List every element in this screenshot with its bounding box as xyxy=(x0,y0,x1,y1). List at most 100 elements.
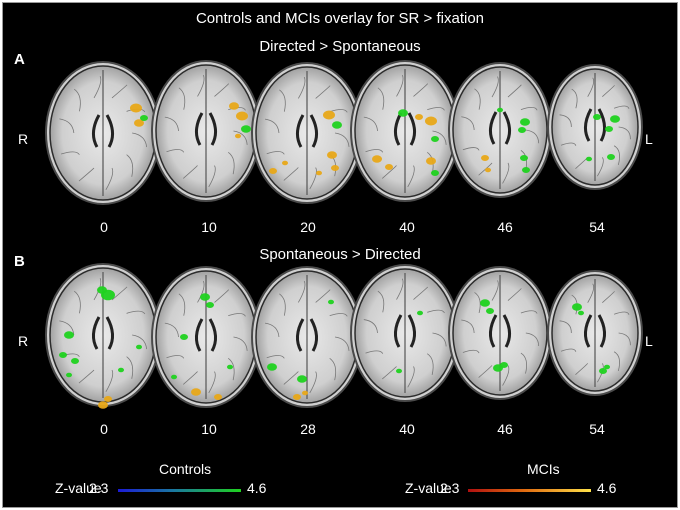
brain-slice xyxy=(547,270,643,396)
activation-cluster xyxy=(332,121,342,129)
panel-b-slice-label: 0 xyxy=(100,421,108,437)
panel-a-slice-label: 0 xyxy=(100,219,108,235)
activation-cluster xyxy=(331,165,339,171)
legend-mcis-colorbar xyxy=(468,489,591,492)
activation-cluster xyxy=(500,362,508,368)
activation-cluster xyxy=(426,157,436,165)
activation-cluster xyxy=(425,116,437,126)
activation-cluster xyxy=(130,103,142,113)
activation-cluster xyxy=(269,168,277,174)
panel-a-slice-label: 20 xyxy=(300,219,316,235)
activation-cluster xyxy=(578,310,584,316)
panel-a-slice-label: 40 xyxy=(399,219,415,235)
activation-cluster xyxy=(599,368,607,374)
legend-mcis-title: MCIs xyxy=(527,461,560,477)
activation-cluster xyxy=(593,114,601,120)
panel-b-letter: B xyxy=(14,253,25,270)
activation-cluster xyxy=(140,115,148,121)
activation-cluster xyxy=(104,396,112,402)
panel-b-left-hemisphere-label: L xyxy=(645,333,653,349)
brain-slice xyxy=(350,264,460,402)
activation-cluster xyxy=(66,372,72,378)
panel-a-left-hemisphere-label: L xyxy=(645,131,653,147)
activation-cluster xyxy=(282,160,288,166)
activation-cluster xyxy=(200,293,210,301)
legend-controls-max: 4.6 xyxy=(247,480,267,496)
panel-a-slice-label: 10 xyxy=(201,219,217,235)
activation-cluster xyxy=(385,164,393,170)
activation-cluster xyxy=(171,374,177,380)
brain-slice xyxy=(350,60,460,202)
activation-cluster xyxy=(236,111,248,121)
activation-cluster xyxy=(136,344,142,350)
activation-cluster xyxy=(235,133,241,139)
activation-cluster xyxy=(241,125,251,133)
legend-mcis-min: 2.3 xyxy=(440,480,460,496)
brain-slice xyxy=(251,62,363,204)
activation-cluster xyxy=(206,302,214,308)
activation-cluster xyxy=(214,394,222,400)
brain-slice xyxy=(547,64,643,190)
brain-slice xyxy=(151,266,261,408)
panel-a-right-hemisphere-label: R xyxy=(18,131,29,147)
activation-cluster xyxy=(64,331,74,339)
activation-cluster xyxy=(586,156,592,162)
activation-cluster xyxy=(118,367,124,373)
panel-b-slice-label: 40 xyxy=(399,421,415,437)
activation-cluster xyxy=(134,119,144,127)
activation-cluster xyxy=(71,358,79,364)
activation-cluster xyxy=(610,115,620,123)
activation-cluster xyxy=(486,308,494,314)
activation-cluster xyxy=(327,151,337,159)
panel-b-right-hemisphere-label: R xyxy=(18,333,29,349)
panel-b-subtitle: Spontaneous > Directed xyxy=(259,246,421,263)
panel-b-slice-label: 54 xyxy=(589,421,605,437)
brain-slice xyxy=(448,62,552,198)
brain-slice xyxy=(45,61,161,205)
activation-cluster xyxy=(607,154,615,160)
panel-b-slice-label: 28 xyxy=(300,421,316,437)
legend-mcis-max: 4.6 xyxy=(597,480,617,496)
activation-cluster xyxy=(417,310,423,316)
activation-cluster xyxy=(522,167,530,173)
activation-cluster xyxy=(415,114,423,120)
panel-a-subtitle: Directed > Spontaneous xyxy=(259,38,421,55)
activation-cluster xyxy=(180,334,188,340)
activation-cluster xyxy=(398,109,408,117)
brain-slice xyxy=(251,266,363,408)
activation-cluster xyxy=(431,170,439,176)
activation-cluster xyxy=(267,363,277,371)
activation-cluster xyxy=(485,167,491,173)
activation-cluster xyxy=(604,364,610,370)
activation-cluster xyxy=(396,368,402,374)
panel-a-slice-label: 46 xyxy=(497,219,513,235)
activation-cluster xyxy=(323,110,335,120)
legend-controls-axis-label: Z-value xyxy=(55,480,102,496)
activation-cluster xyxy=(191,388,201,396)
activation-cluster xyxy=(481,155,489,161)
legend-controls-min: 2.3 xyxy=(89,480,109,496)
activation-cluster xyxy=(520,155,528,161)
activation-cluster xyxy=(293,394,301,400)
activation-cluster xyxy=(297,375,307,383)
legend-controls-colorbar xyxy=(118,489,241,492)
brain-slice xyxy=(151,60,261,202)
activation-cluster xyxy=(97,286,107,294)
activation-cluster xyxy=(497,107,503,113)
figure-title: Controls and MCIs overlay for SR > fixat… xyxy=(195,10,485,27)
brain-slice xyxy=(448,266,552,400)
legend-controls-title: Controls xyxy=(159,461,212,477)
legend-mcis-axis-label: Z-value xyxy=(405,480,452,496)
activation-cluster xyxy=(229,102,239,110)
activation-cluster xyxy=(372,155,382,163)
brain-slices-graphic xyxy=(45,60,643,409)
panel-a-letter: A xyxy=(14,51,25,68)
activation-cluster xyxy=(328,299,334,305)
activation-cluster xyxy=(98,401,108,409)
activation-cluster xyxy=(227,364,233,370)
activation-cluster xyxy=(59,352,67,358)
activation-cluster xyxy=(431,136,439,142)
activation-cluster xyxy=(605,126,613,132)
activation-cluster xyxy=(316,170,322,176)
